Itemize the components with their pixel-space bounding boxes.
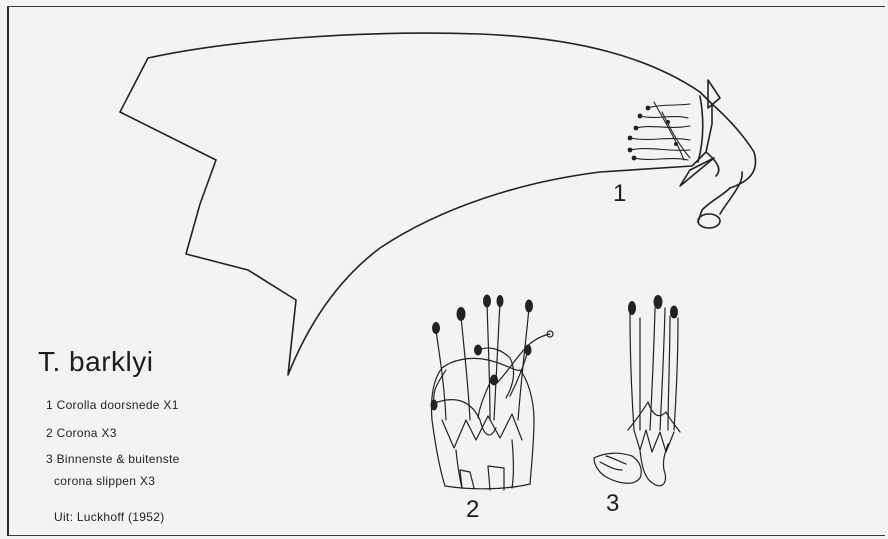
figure-3-corona-lobes [594, 308, 680, 486]
corolla-tip [712, 104, 756, 188]
legend-item-2: 2 Corona X3 [46, 426, 117, 440]
figure-number-3: 3 [606, 490, 619, 518]
legend-item-1: 1 Corolla doorsnede X1 [46, 398, 179, 412]
inner-rim [698, 96, 703, 162]
legend-item-3-line-1: 3 Binnenste & buitenste [46, 452, 180, 466]
figure-2-corona [431, 302, 550, 490]
figure-number-1: 1 [613, 180, 626, 208]
legend-source: Uit: Luckhoff (1952) [54, 510, 165, 524]
figure-3-anthers [628, 295, 678, 319]
filament-tips [628, 106, 678, 161]
figure-2-anthers [431, 295, 534, 411]
tube-opening [698, 214, 720, 228]
figure-number-2: 2 [466, 496, 479, 524]
legend-item-3-line-2: corona slippen X3 [54, 474, 155, 488]
lower-petal-lobe [680, 158, 714, 186]
upper-petal-lobe [708, 80, 720, 108]
species-title: T. barklyi [38, 346, 153, 378]
corona-filaments [630, 102, 690, 160]
